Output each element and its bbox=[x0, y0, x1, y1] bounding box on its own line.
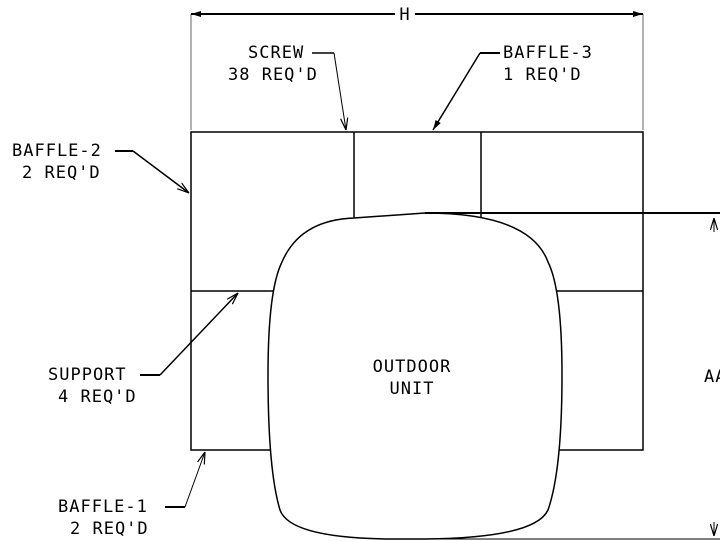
screw-qty: 38 REQ'D bbox=[228, 65, 318, 85]
outdoor-unit-label-line1: OUTDOOR bbox=[373, 357, 452, 377]
callout-screw: SCREW 38 REQ'D bbox=[228, 43, 346, 130]
baffle-2-qty: 2 REQ'D bbox=[22, 163, 101, 183]
baffle-1-label: BAFFLE-1 bbox=[58, 497, 148, 517]
baffle-2-leader-arrow bbox=[132, 150, 189, 193]
dimension-h: H bbox=[190, 5, 644, 130]
screw-label: SCREW bbox=[248, 43, 304, 63]
support-leader-arrow bbox=[159, 293, 238, 376]
baffle-1-leader-arrow bbox=[184, 452, 205, 508]
callout-baffle-3: BAFFLE-3 1 REQ'D bbox=[432, 43, 593, 131]
dimension-aa-label: AA bbox=[704, 367, 720, 387]
outdoor-unit-label-line2: UNIT bbox=[390, 379, 435, 399]
dimension-aa: AA bbox=[425, 212, 720, 540]
baffle-3-label: BAFFLE-3 bbox=[503, 43, 593, 63]
callout-baffle-1: BAFFLE-1 2 REQ'D bbox=[58, 452, 205, 539]
screw-leader-arrow bbox=[333, 52, 346, 130]
callout-support: SUPPORT 4 REQ'D bbox=[48, 293, 238, 407]
callout-baffle-2: BAFFLE-2 2 REQ'D bbox=[12, 141, 189, 193]
dimension-h-label: H bbox=[399, 5, 410, 25]
support-label: SUPPORT bbox=[48, 365, 127, 385]
baffle-1-qty: 2 REQ'D bbox=[70, 519, 149, 539]
baffle-3-qty: 1 REQ'D bbox=[503, 65, 582, 85]
baffle-2-label: BAFFLE-2 bbox=[12, 141, 102, 161]
baffle-3-leader-arrow bbox=[432, 52, 481, 131]
support-qty: 4 REQ'D bbox=[58, 387, 137, 407]
